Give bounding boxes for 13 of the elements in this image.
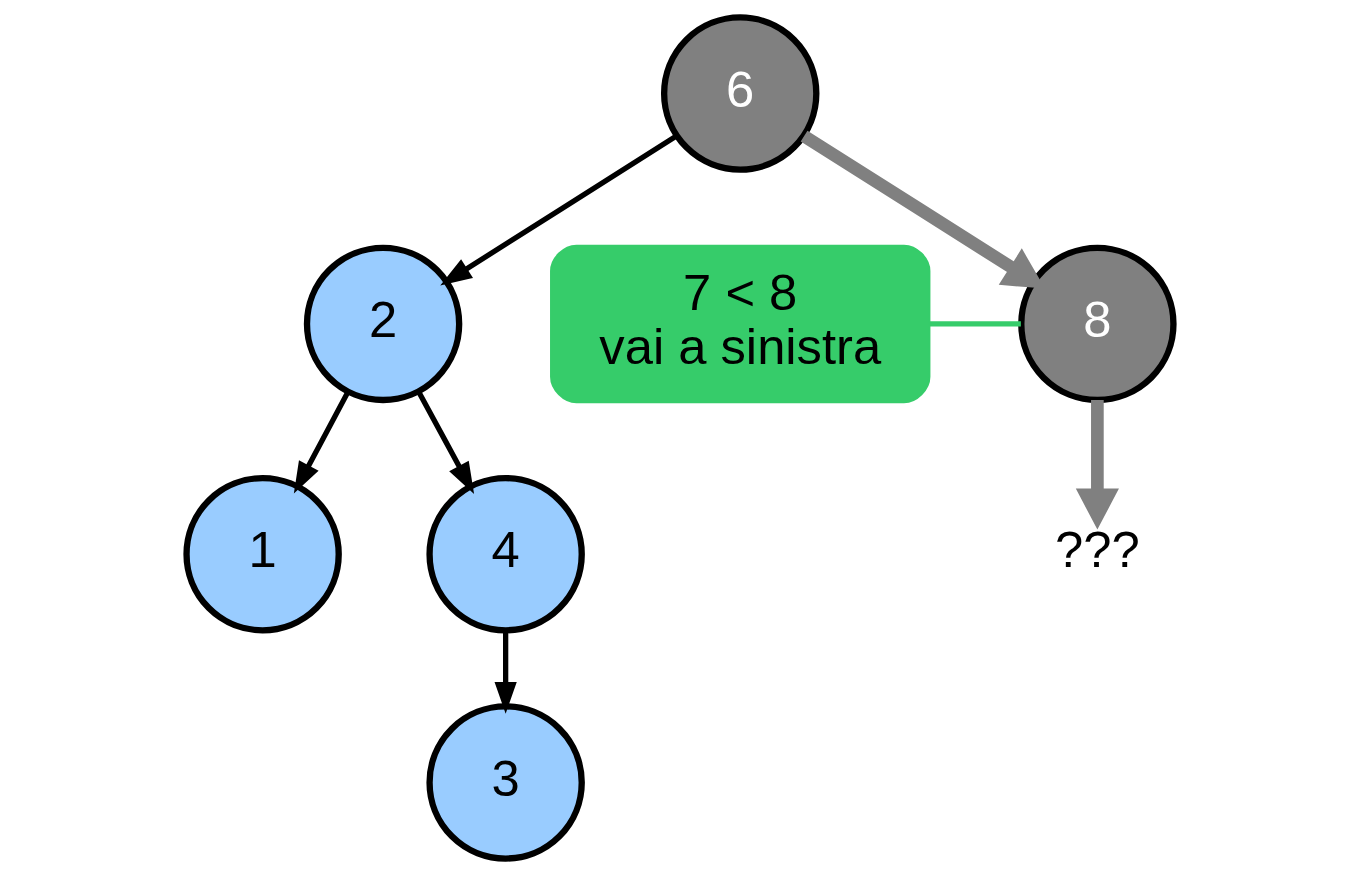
arrow xyxy=(293,390,351,493)
node-circle: 6 xyxy=(661,13,820,173)
arrow xyxy=(1075,399,1119,530)
arrow xyxy=(416,389,475,494)
node-circle: 4 xyxy=(426,474,585,633)
node-circle: 2 xyxy=(303,244,463,403)
connector xyxy=(929,320,1021,326)
node-circle: 1 xyxy=(183,474,342,633)
node-box: 7 < 8 vai a sinistra xyxy=(550,244,931,403)
arrow xyxy=(440,133,678,286)
node-text: ??? xyxy=(1055,520,1140,578)
node-circle: 3 xyxy=(426,702,585,862)
node-circle: 8 xyxy=(1018,244,1177,403)
